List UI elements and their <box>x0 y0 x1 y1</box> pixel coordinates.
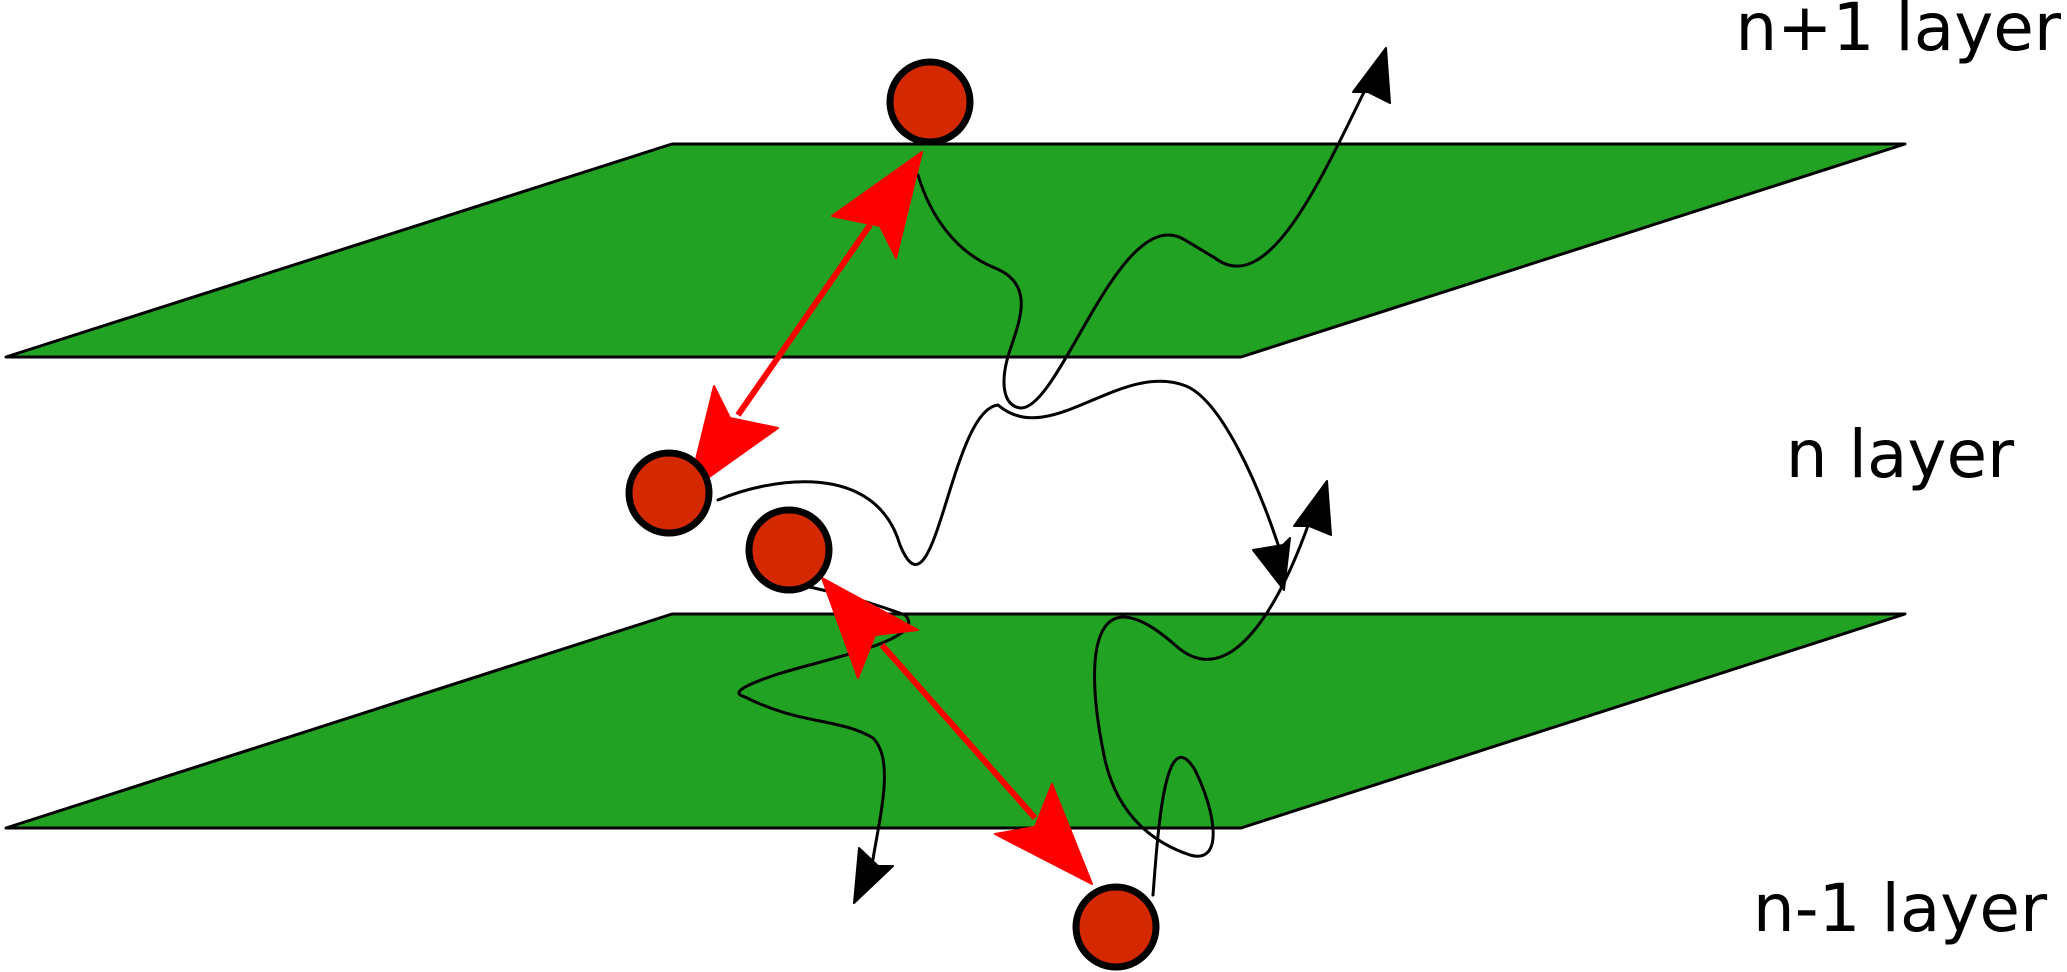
trajectory-upper-right-arrowhead <box>1352 47 1391 104</box>
particle-lower <box>1072 883 1160 971</box>
jump-arrow-upper-head-up <box>831 151 923 259</box>
jump-arrow-lower <box>879 643 1038 820</box>
label-lower-layer: n-1 layer <box>1753 870 2048 947</box>
trajectory-middle <box>716 379 1285 566</box>
jump-arrow-upper <box>735 223 873 417</box>
jump-arrow-lower-head-down <box>994 783 1093 885</box>
upper-plane <box>4 142 1907 359</box>
particle-upper <box>886 58 974 146</box>
trajectory-middle-arrowhead <box>1252 537 1291 591</box>
particle-middle-right <box>745 506 833 594</box>
lower-plane <box>4 612 1907 830</box>
trajectory-lower-right <box>1093 518 1312 897</box>
label-middle-layer: n layer <box>1786 416 2015 493</box>
label-upper-layer: n+1 layer <box>1735 0 2062 66</box>
trajectory-lower-left <box>737 583 910 867</box>
trajectory-lower-right-arrowhead <box>1293 480 1332 536</box>
jump-arrow-lower-head-up <box>821 577 919 679</box>
trajectory-upper-right <box>916 78 1372 410</box>
jump-arrow-upper-head-down <box>687 385 779 493</box>
particle-middle-left <box>625 449 713 537</box>
trajectory-lower-left-arrowhead <box>853 847 894 904</box>
